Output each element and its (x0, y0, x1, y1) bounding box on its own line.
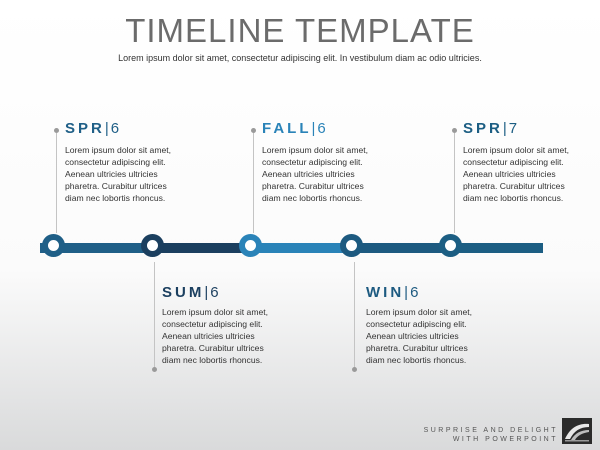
milestone-separator: | (404, 284, 411, 301)
connector-dot (452, 128, 457, 133)
timeline-node (439, 234, 462, 257)
milestone-description: Lorem ipsum dolor sit amet, consectetur … (65, 145, 172, 203)
milestone-label-fall16: FALL|6 (262, 120, 328, 138)
milestone-separator: | (311, 120, 318, 137)
connector-dot (251, 128, 256, 133)
timeline-segment-5 (453, 243, 543, 253)
milestone-year: 6 (210, 284, 221, 301)
milestone-season: SPR (65, 120, 105, 137)
milestone-year: 6 (317, 120, 328, 137)
connector-dot (54, 128, 59, 133)
connector-line (56, 133, 57, 233)
brand-logo-icon (562, 418, 592, 444)
page-subtitle: Lorem ipsum dolor sit amet, consectetur … (118, 53, 482, 63)
milestone-description: Lorem ipsum dolor sit amet, consectetur … (463, 145, 570, 203)
milestone-label-spr16: SPR|6 (65, 120, 121, 138)
milestone-season: SPR (463, 120, 503, 137)
connector-line (354, 262, 355, 370)
milestone-description: Lorem ipsum dolor sit amet, consectetur … (162, 307, 269, 365)
timeline-node (42, 234, 65, 257)
connector-dot (152, 367, 157, 372)
milestone-season: WIN (366, 284, 405, 301)
milestone-separator: | (104, 120, 111, 137)
page-title: TIMELINE TEMPLATE (125, 12, 475, 49)
milestone-year: 7 (508, 120, 520, 137)
milestone-year: 6 (410, 284, 421, 301)
connector-dot (352, 367, 357, 372)
timeline-segment-4 (355, 243, 453, 253)
brand-tagline: SURPRISE AND DELIGHT WITH POWERPOINT (424, 426, 558, 444)
tagline-line-2: WITH POWERPOINT (452, 436, 558, 443)
milestone-season: SUM (162, 284, 205, 301)
connector-line (154, 262, 155, 370)
milestone-separator: | (502, 120, 509, 137)
connector-line (454, 133, 455, 233)
milestone-description: Lorem ipsum dolor sit amet, consectetur … (262, 145, 369, 203)
timeline-node (239, 234, 262, 257)
milestone-year: 6 (110, 120, 122, 137)
milestone-label-win16: WIN|6 (366, 284, 420, 302)
connector-line (253, 133, 254, 233)
timeline-segment-3 (255, 243, 355, 253)
timeline-segment-1 (40, 243, 158, 253)
timeline-node (141, 234, 164, 257)
milestone-separator: | (204, 284, 211, 301)
timeline-node (340, 234, 363, 257)
milestone-label-sum16: SUM|6 (162, 284, 221, 302)
timeline-segment-2 (158, 243, 255, 253)
milestone-season: FALL (262, 120, 312, 137)
tagline-line-1: SURPRISE AND DELIGHT (423, 427, 558, 434)
milestone-description: Lorem ipsum dolor sit amet, consectetur … (366, 307, 473, 365)
milestone-label-spr17: SPR|7 (463, 120, 519, 138)
